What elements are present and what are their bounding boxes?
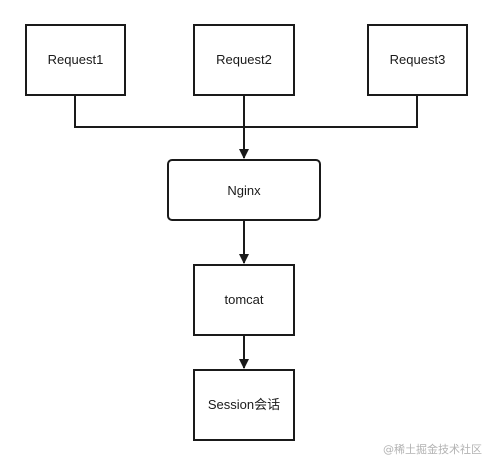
node-request1-label: Request1 — [48, 52, 104, 67]
node-request2-label: Request2 — [216, 52, 272, 67]
node-nginx-box — [167, 159, 321, 221]
watermark-text: @稀土掘金技术社区 — [383, 443, 482, 456]
node-request1-box — [25, 24, 126, 96]
node-tomcat-box — [193, 264, 295, 336]
node-nginx-label: Nginx — [227, 183, 261, 198]
node-session-box — [193, 369, 295, 441]
node-session-label: Session会话 — [208, 397, 280, 412]
node-request3-box — [367, 24, 468, 96]
node-session: Session会话 — [193, 369, 295, 441]
node-request3-label: Request3 — [390, 52, 446, 67]
node-request3: Request3 — [367, 24, 468, 96]
node-tomcat: tomcat — [193, 264, 295, 336]
node-request2-box — [193, 24, 295, 96]
connectors — [74, 95, 418, 369]
node-request1: Request1 — [25, 24, 126, 96]
node-tomcat-label: tomcat — [224, 292, 263, 307]
node-nginx: Nginx — [167, 159, 321, 221]
node-request2: Request2 — [193, 24, 295, 96]
